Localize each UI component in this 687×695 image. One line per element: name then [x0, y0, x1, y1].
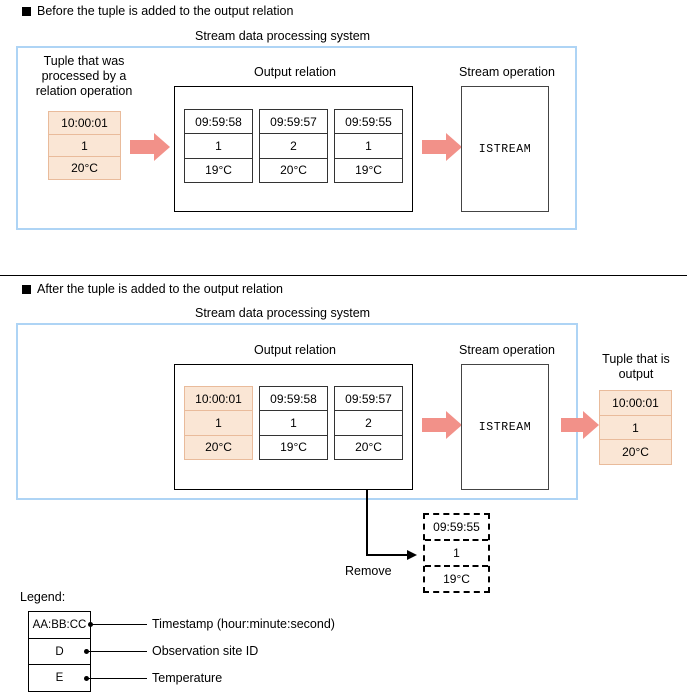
legend-label-timestamp: Timestamp (hour:minute:second) [152, 617, 335, 631]
tuple-site-cell: 1 [185, 410, 252, 434]
section-1-heading-text: Before the tuple is added to the output … [37, 4, 294, 18]
section-2-arrow-operation-to-output [561, 411, 599, 439]
section-2-relation-tuple-1: 09:59:58 1 19°C [259, 386, 328, 460]
section-1-operation-frame: ISTREAM [461, 86, 549, 212]
legend-key-site: D [29, 637, 90, 665]
tuple-timestamp-cell: 09:59:55 [345, 114, 392, 129]
tuple-timestamp-cell: 09:59:58 [195, 114, 242, 129]
section-2-relation-tuple-0: 10:00:01 1 20°C [184, 386, 253, 460]
tuple-temp-cell: 19°C [185, 157, 252, 182]
tuple-site-cell: 1 [260, 410, 327, 434]
section-1-relation-tuple-0: 09:59:58 1 19°C [184, 109, 253, 183]
section-1-operation-label: ISTREAM [478, 142, 532, 156]
arrow-shaft [422, 418, 447, 432]
remove-connector-arrowhead [407, 550, 417, 560]
arrow-shaft [422, 140, 447, 154]
tuple-site-cell: 1 [185, 133, 252, 157]
section-2-operation-caption: Stream operation [459, 343, 555, 357]
tuple-temp-cell: 20°C [260, 157, 327, 182]
section-1-relation-tuple-2: 09:59:55 1 19°C [334, 109, 403, 183]
section-2-operation-label: ISTREAM [478, 420, 532, 434]
arrow-head [446, 133, 462, 161]
tuple-temp-cell: 20°C [600, 439, 671, 464]
bullet-square-icon [22, 6, 31, 16]
tuple-timestamp-cell: 09:59:57 [270, 114, 317, 129]
legend-dot-site [84, 649, 89, 654]
section-1-arrow-relation-to-operation [422, 133, 462, 161]
section-1-input-tuple: 10:00:01 1 20°C [48, 111, 121, 180]
bullet-square-icon [22, 284, 31, 294]
legend-title: Legend: [20, 590, 66, 604]
tuple-site-cell: 1 [49, 133, 120, 157]
section-2-relation-frame [174, 364, 413, 490]
remove-connector-horizontal [366, 554, 410, 556]
section-2-system-title: Stream data processing system [195, 306, 371, 320]
arrow-shaft [561, 418, 585, 432]
tuple-timestamp-cell: 09:59:58 [270, 391, 317, 406]
tuple-temp-cell: 20°C [335, 434, 402, 459]
section-2-operation-frame: ISTREAM [461, 364, 549, 490]
legend-key-temperature: E [29, 664, 90, 691]
arrow-head [446, 411, 462, 439]
section-1-relation-caption: Output relation [254, 65, 336, 79]
section-2-removed-tuple: 09:59:55 1 19°C [423, 513, 490, 593]
section-1-arrow-input-to-relation [130, 133, 170, 161]
legend-key-timestamp: AA:BB:CC [32, 618, 87, 631]
legend-label-site: Observation site ID [152, 644, 259, 658]
tuple-temp-cell: 20°C [49, 156, 120, 179]
tuple-timestamp-cell: 10:00:01 [195, 391, 242, 406]
legend-label-temperature: Temperature [152, 671, 223, 685]
tuple-timestamp-cell: 09:59:55 [433, 520, 480, 534]
tuple-temp-cell: 19°C [335, 157, 402, 182]
section-1-operation-caption: Stream operation [459, 65, 555, 79]
section-2-output-tuple: 10:00:01 1 20°C [599, 390, 672, 465]
section-2-heading-text: After the tuple is added to the output r… [37, 282, 284, 296]
section-2-relation-caption: Output relation [254, 343, 336, 357]
section-2-output-caption: Tuple that is output [602, 352, 670, 381]
legend-leader-site [87, 651, 147, 652]
section-divider [0, 275, 687, 276]
tuple-site-cell: 2 [260, 133, 327, 157]
remove-label: Remove [345, 564, 392, 578]
tuple-temp-cell: 19°C [425, 565, 488, 591]
tuple-site-cell: 2 [335, 410, 402, 434]
arrow-shaft [130, 140, 155, 154]
remove-connector-vertical [366, 490, 368, 555]
legend-leader-temperature [87, 678, 147, 679]
arrow-head [154, 133, 170, 161]
tuple-timestamp-cell: 10:00:01 [612, 395, 659, 410]
section-2-heading: After the tuple is added to the output r… [22, 282, 283, 296]
legend-dot-timestamp [88, 622, 93, 627]
tuple-timestamp-cell: 10:00:01 [61, 115, 108, 130]
section-1-input-caption: Tuple that was processed by a relation o… [35, 54, 133, 98]
tuple-site-cell: 1 [335, 133, 402, 157]
section-1-relation-frame [174, 86, 413, 212]
tuple-temp-cell: 20°C [185, 434, 252, 459]
section-1-relation-tuple-1: 09:59:57 2 20°C [259, 109, 328, 183]
tuple-timestamp-cell: 09:59:57 [345, 391, 392, 406]
section-2-arrow-relation-to-operation [422, 411, 462, 439]
legend-dot-temperature [84, 676, 89, 681]
legend-box: AA:BB:CC D E [28, 611, 91, 692]
section-1-heading: Before the tuple is added to the output … [22, 4, 293, 18]
tuple-temp-cell: 19°C [260, 434, 327, 459]
section-1-system-title: Stream data processing system [195, 29, 371, 43]
tuple-site-cell: 1 [425, 539, 488, 565]
tuple-site-cell: 1 [600, 414, 671, 440]
legend-leader-timestamp [91, 624, 147, 625]
section-2-relation-tuple-2: 09:59:57 2 20°C [334, 386, 403, 460]
arrow-head [583, 411, 599, 439]
